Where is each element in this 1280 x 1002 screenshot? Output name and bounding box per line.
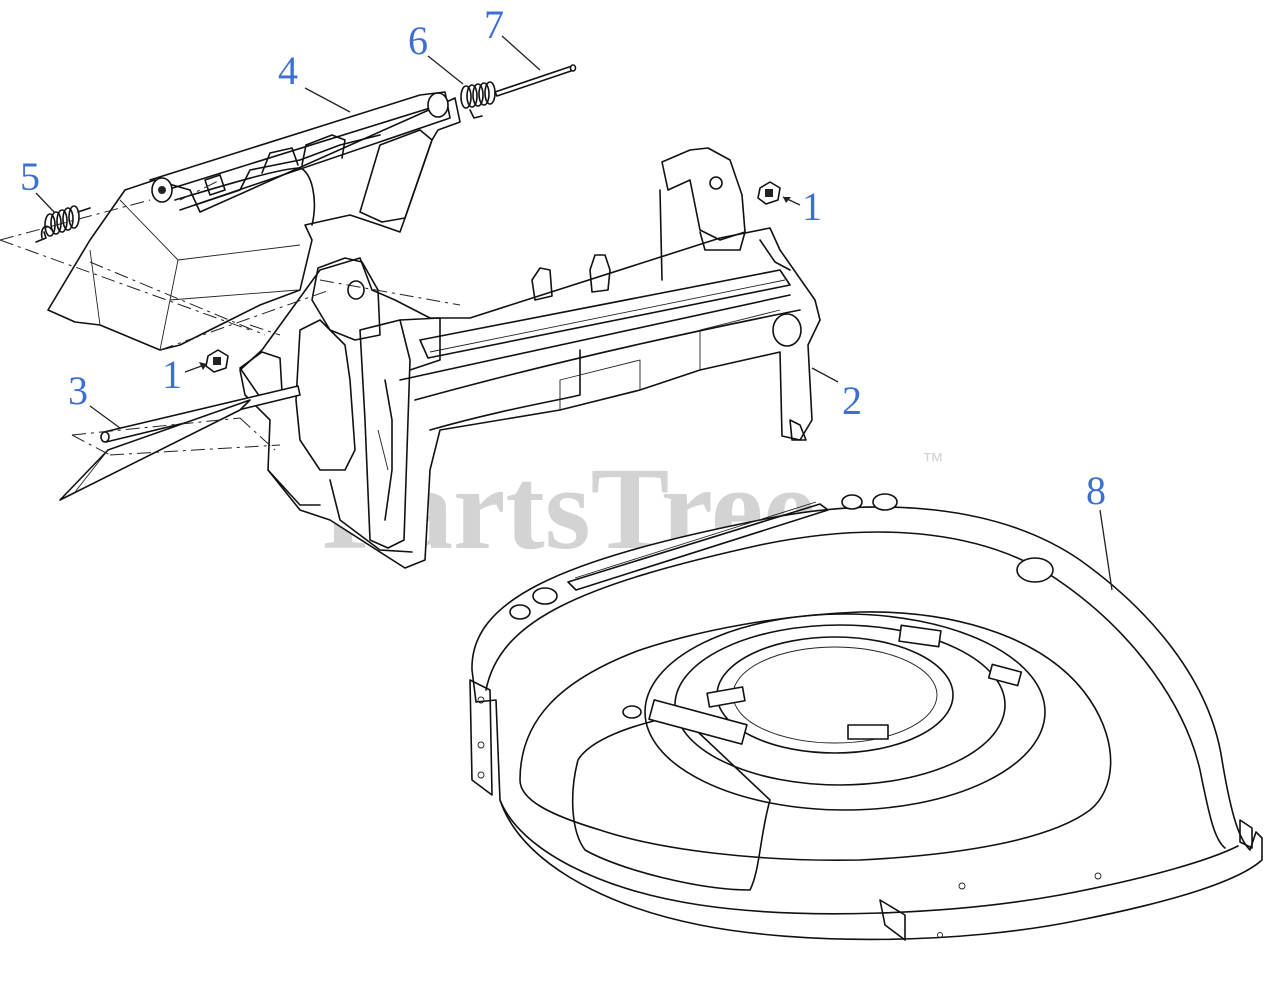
callout-4: 4 xyxy=(278,48,298,93)
part-6-spring-right[interactable] xyxy=(460,81,496,119)
part-1-clip-right[interactable] xyxy=(757,181,781,205)
watermark-trademark: ™ xyxy=(922,448,944,473)
part-8-mower-deck[interactable] xyxy=(469,493,1263,941)
callout-5: 5 xyxy=(20,154,40,199)
callout-8: 8 xyxy=(1086,468,1106,513)
callout-6: 6 xyxy=(408,18,428,63)
part-1-clip-left[interactable] xyxy=(205,349,229,373)
callout-3: 3 xyxy=(68,368,88,413)
part-7-rod[interactable] xyxy=(494,64,577,97)
callout-1-left: 1 xyxy=(162,352,182,397)
alignment-lines xyxy=(0,179,461,456)
callout-1-right: 1 xyxy=(802,184,822,229)
part-2-rear-frame[interactable] xyxy=(239,147,821,569)
callout-7: 7 xyxy=(484,2,504,47)
part-5-spring-left[interactable] xyxy=(35,205,91,243)
part-3-hinge-rod[interactable] xyxy=(59,385,301,501)
leader-lines xyxy=(35,35,1113,591)
callout-2: 2 xyxy=(842,378,862,423)
